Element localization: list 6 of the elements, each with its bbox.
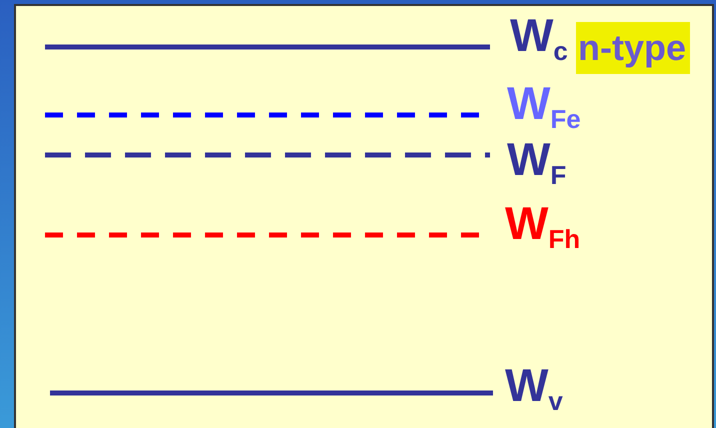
type-label: n-type bbox=[576, 22, 690, 74]
energy-level-label: W$_{Fh}$ bbox=[505, 200, 580, 246]
energy-level-label: W$_{c}$ bbox=[510, 12, 568, 58]
energy-level-label: W$_{F}$ bbox=[507, 136, 566, 182]
energy-level-label: W$_{Fe}$ bbox=[507, 80, 581, 126]
energy-level-label: W$_{v}$ bbox=[505, 362, 563, 408]
